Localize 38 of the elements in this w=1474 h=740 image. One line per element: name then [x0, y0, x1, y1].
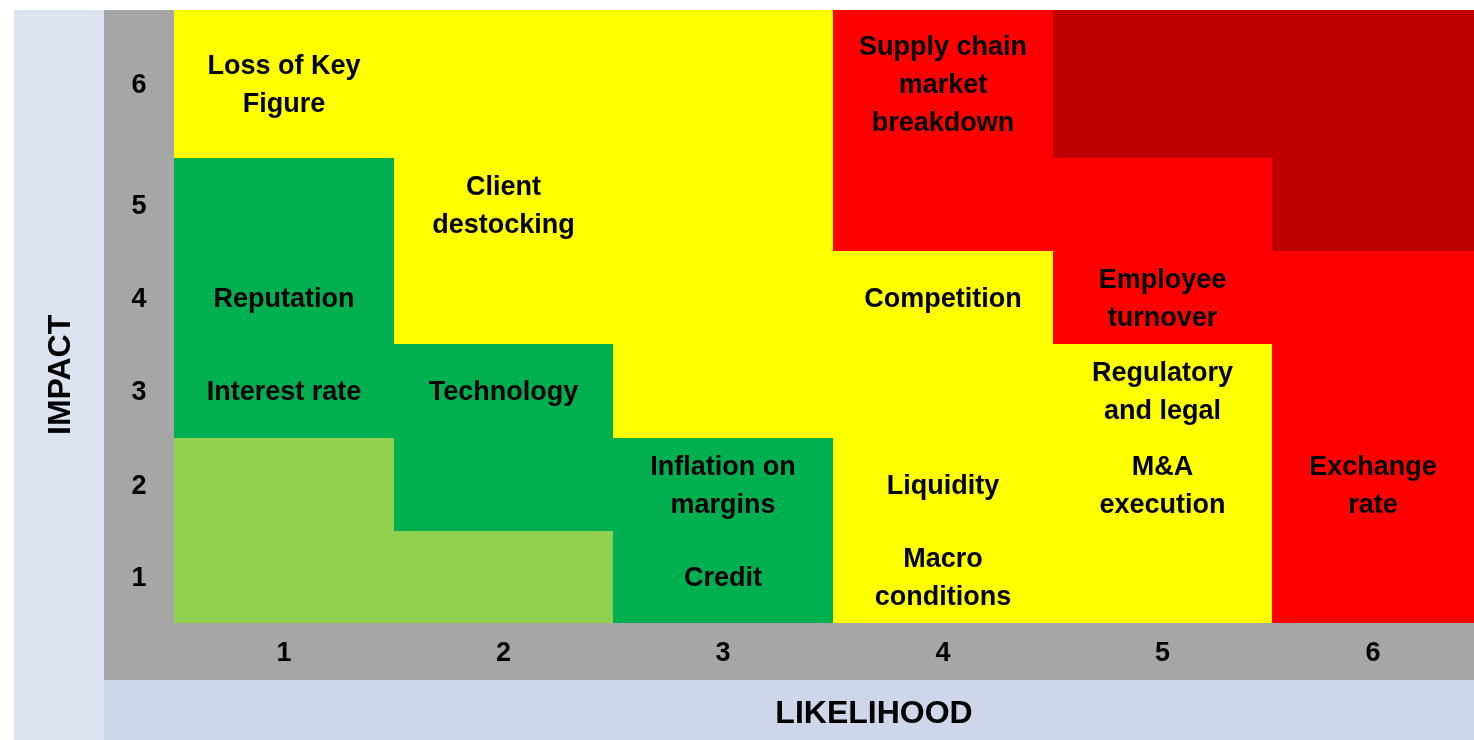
- impact-score-label: 6: [130, 69, 148, 99]
- risk-label: Macro conditions: [873, 542, 1013, 613]
- heat-map-cell: [394, 531, 613, 623]
- risk-label: Loss of Key Figure: [206, 49, 362, 120]
- risk-label: Liquidity: [885, 468, 1001, 502]
- risk-label: Inflation on margins: [649, 449, 797, 521]
- likelihood-score-label: 2: [495, 637, 512, 667]
- risk-label: Technology: [427, 375, 580, 408]
- heat-map-cell: [174, 158, 394, 251]
- heat-map-cell: [833, 10, 1053, 158]
- risk-label: Employee turnover: [1097, 262, 1228, 334]
- likelihood-score-label: 6: [1364, 637, 1382, 667]
- likelihood-score-label: 4: [934, 637, 952, 667]
- likelihood-score-label: 3: [714, 637, 732, 667]
- heat-map-cell: [1053, 10, 1272, 158]
- axis-title: IMPACT: [40, 313, 78, 438]
- impact-score-label: 2: [130, 469, 148, 500]
- heat-map-cell: [613, 531, 833, 623]
- impact-score-label: 5: [130, 189, 148, 220]
- heat-map-cell: [1272, 531, 1474, 623]
- risk-label: Reputation: [212, 281, 356, 315]
- risk-label: Regulatory and legal: [1091, 356, 1234, 427]
- heat-map-cell: [174, 438, 394, 531]
- risk-label: Interest rate: [205, 375, 363, 408]
- heat-map-cell: [174, 10, 394, 158]
- risk-label: M&A execution: [1098, 449, 1227, 521]
- risk-label: Exchange rate: [1308, 449, 1438, 521]
- impact-score-label: 1: [130, 562, 148, 592]
- risk-label: Client destocking: [431, 169, 576, 241]
- impact-score-label: 3: [130, 376, 148, 406]
- axis-title: LIKELIHOOD: [774, 693, 974, 732]
- risk-label: Competition: [863, 281, 1023, 315]
- likelihood-score-label: 5: [1154, 637, 1171, 667]
- likelihood-score-label: 1: [275, 637, 293, 667]
- risk-label: Supply chain market breakdown: [858, 30, 1028, 139]
- heat-map-cell: [1272, 158, 1474, 251]
- impact-score-label: 4: [130, 282, 148, 313]
- risk-label: Credit: [683, 561, 763, 594]
